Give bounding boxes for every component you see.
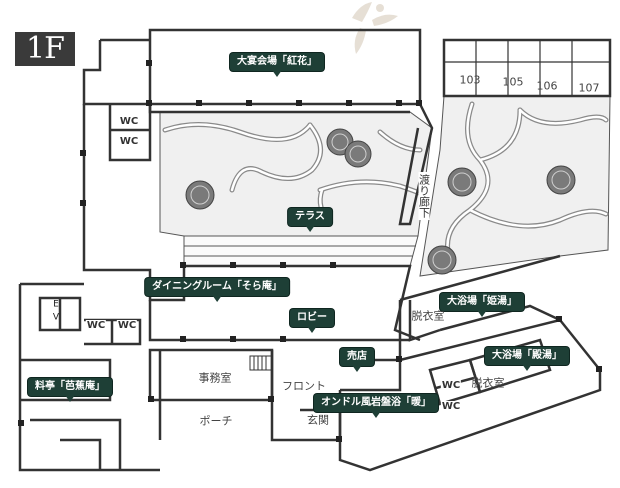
shop-label[interactable]: 売店 — [340, 348, 374, 372]
bath-tono-label[interactable]: 大浴場「殿湯」 — [485, 347, 569, 371]
shrub — [546, 165, 576, 195]
restroom-1: WC — [118, 116, 140, 128]
office-label: 事務室 — [198, 371, 232, 385]
banquet-hall-label[interactable]: 大宴会場「紅花」 — [230, 53, 324, 77]
restroom-6: WC — [440, 401, 462, 413]
terrace — [183, 235, 419, 267]
room-105: 105 — [502, 75, 524, 89]
lobby-label[interactable]: ロビー — [290, 309, 334, 333]
room-106: 106 — [536, 79, 558, 93]
restroom-3: WC — [85, 320, 107, 332]
ganban-bath-label[interactable]: オンドル風岩盤浴「暖」 — [314, 394, 438, 418]
room-103: 103 — [459, 73, 481, 87]
elevator-v: V — [52, 312, 60, 323]
restroom-2: WC — [118, 136, 140, 148]
shrub-texture — [190, 133, 571, 270]
front-desk-label: フロント — [282, 379, 326, 393]
floor-label: 1F — [15, 32, 75, 66]
garden-courtyard-east — [419, 95, 611, 277]
restroom-5: WC — [440, 380, 462, 392]
shrub — [427, 245, 457, 275]
dining-room-label[interactable]: ダイニングルーム「そら庵」 — [145, 278, 289, 302]
ryotei-label[interactable]: 料亭「芭蕉庵」 — [28, 378, 112, 402]
watari-corridor-label: 渡り廊下 — [417, 172, 431, 220]
terrace-label[interactable]: テラス — [288, 208, 332, 232]
shrub — [185, 180, 215, 210]
porch-label: ポーチ — [199, 414, 233, 428]
changing-room-2: 脱衣室 — [471, 376, 505, 390]
garden-shrubs — [185, 128, 576, 275]
elevator-e: E — [53, 299, 59, 310]
restroom-4: WC — [116, 320, 138, 332]
shrub — [447, 167, 477, 197]
room-107: 107 — [578, 81, 600, 95]
columns — [18, 60, 602, 442]
changing-room-1: 脱衣室 — [411, 309, 445, 323]
bath-hime-label[interactable]: 大浴場「姫湯」 — [440, 293, 524, 317]
decorative-flourish — [352, 2, 398, 54]
shrub — [344, 140, 372, 168]
entrance-label: 玄関 — [307, 413, 329, 427]
